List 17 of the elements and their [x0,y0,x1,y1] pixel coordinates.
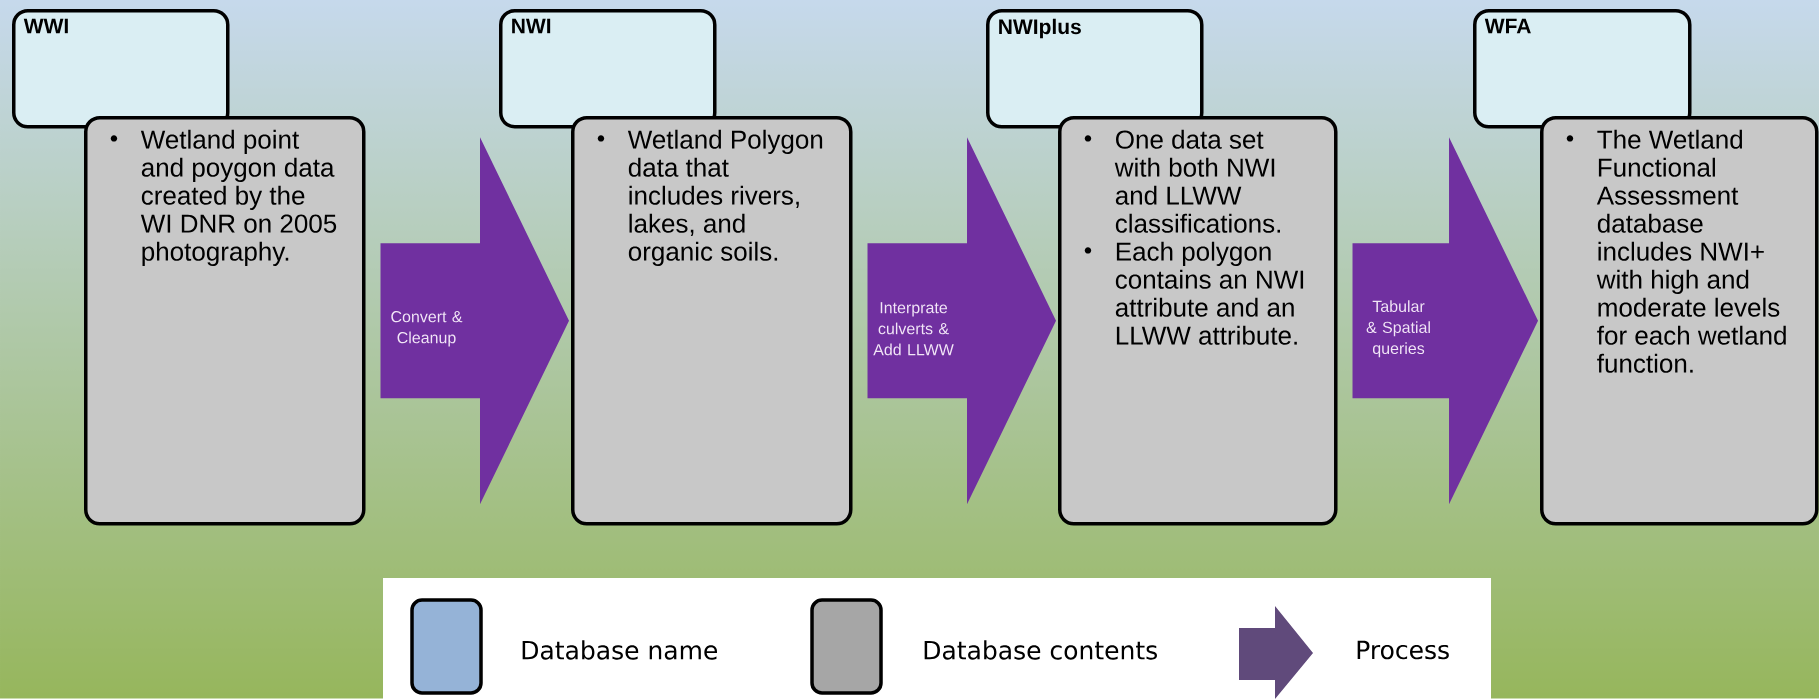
edge-label: Convert & Cleanup [391,311,463,347]
legend-label: Database contents [924,640,1157,660]
database-contents-box: Wetland point and poygon data created by the WI DNR on 2005 photography. [84,116,366,526]
database-name-box: WFA [1473,9,1692,129]
process-arrow [867,137,1056,505]
legend-label: Process [1357,640,1449,660]
database-contents-box: Wetland Polygon data that includes rivers, lakes, and organic soils. [571,116,853,526]
database-name-box: WWI [12,9,230,129]
edge-label: Tabular & Spatial queries [1366,300,1430,358]
process-arrow [380,137,569,505]
edge-label: Interprate culverts & Add LLWW [873,302,954,356]
legend-label: Database name [522,640,717,660]
process-arrow [1352,137,1538,505]
database-name-box: NWIplus [986,9,1204,129]
database-contents-box: The Wetland Functional Assessment database includes NWI+ with high and moderate levels for each wetland function. [1540,116,1819,526]
database-contents-box: One data set with both NWI and LLWW classifications. Each polygon contains an NWI attribute and an LLWW attribute. [1058,116,1338,526]
database-name-box: NWI [499,9,717,129]
